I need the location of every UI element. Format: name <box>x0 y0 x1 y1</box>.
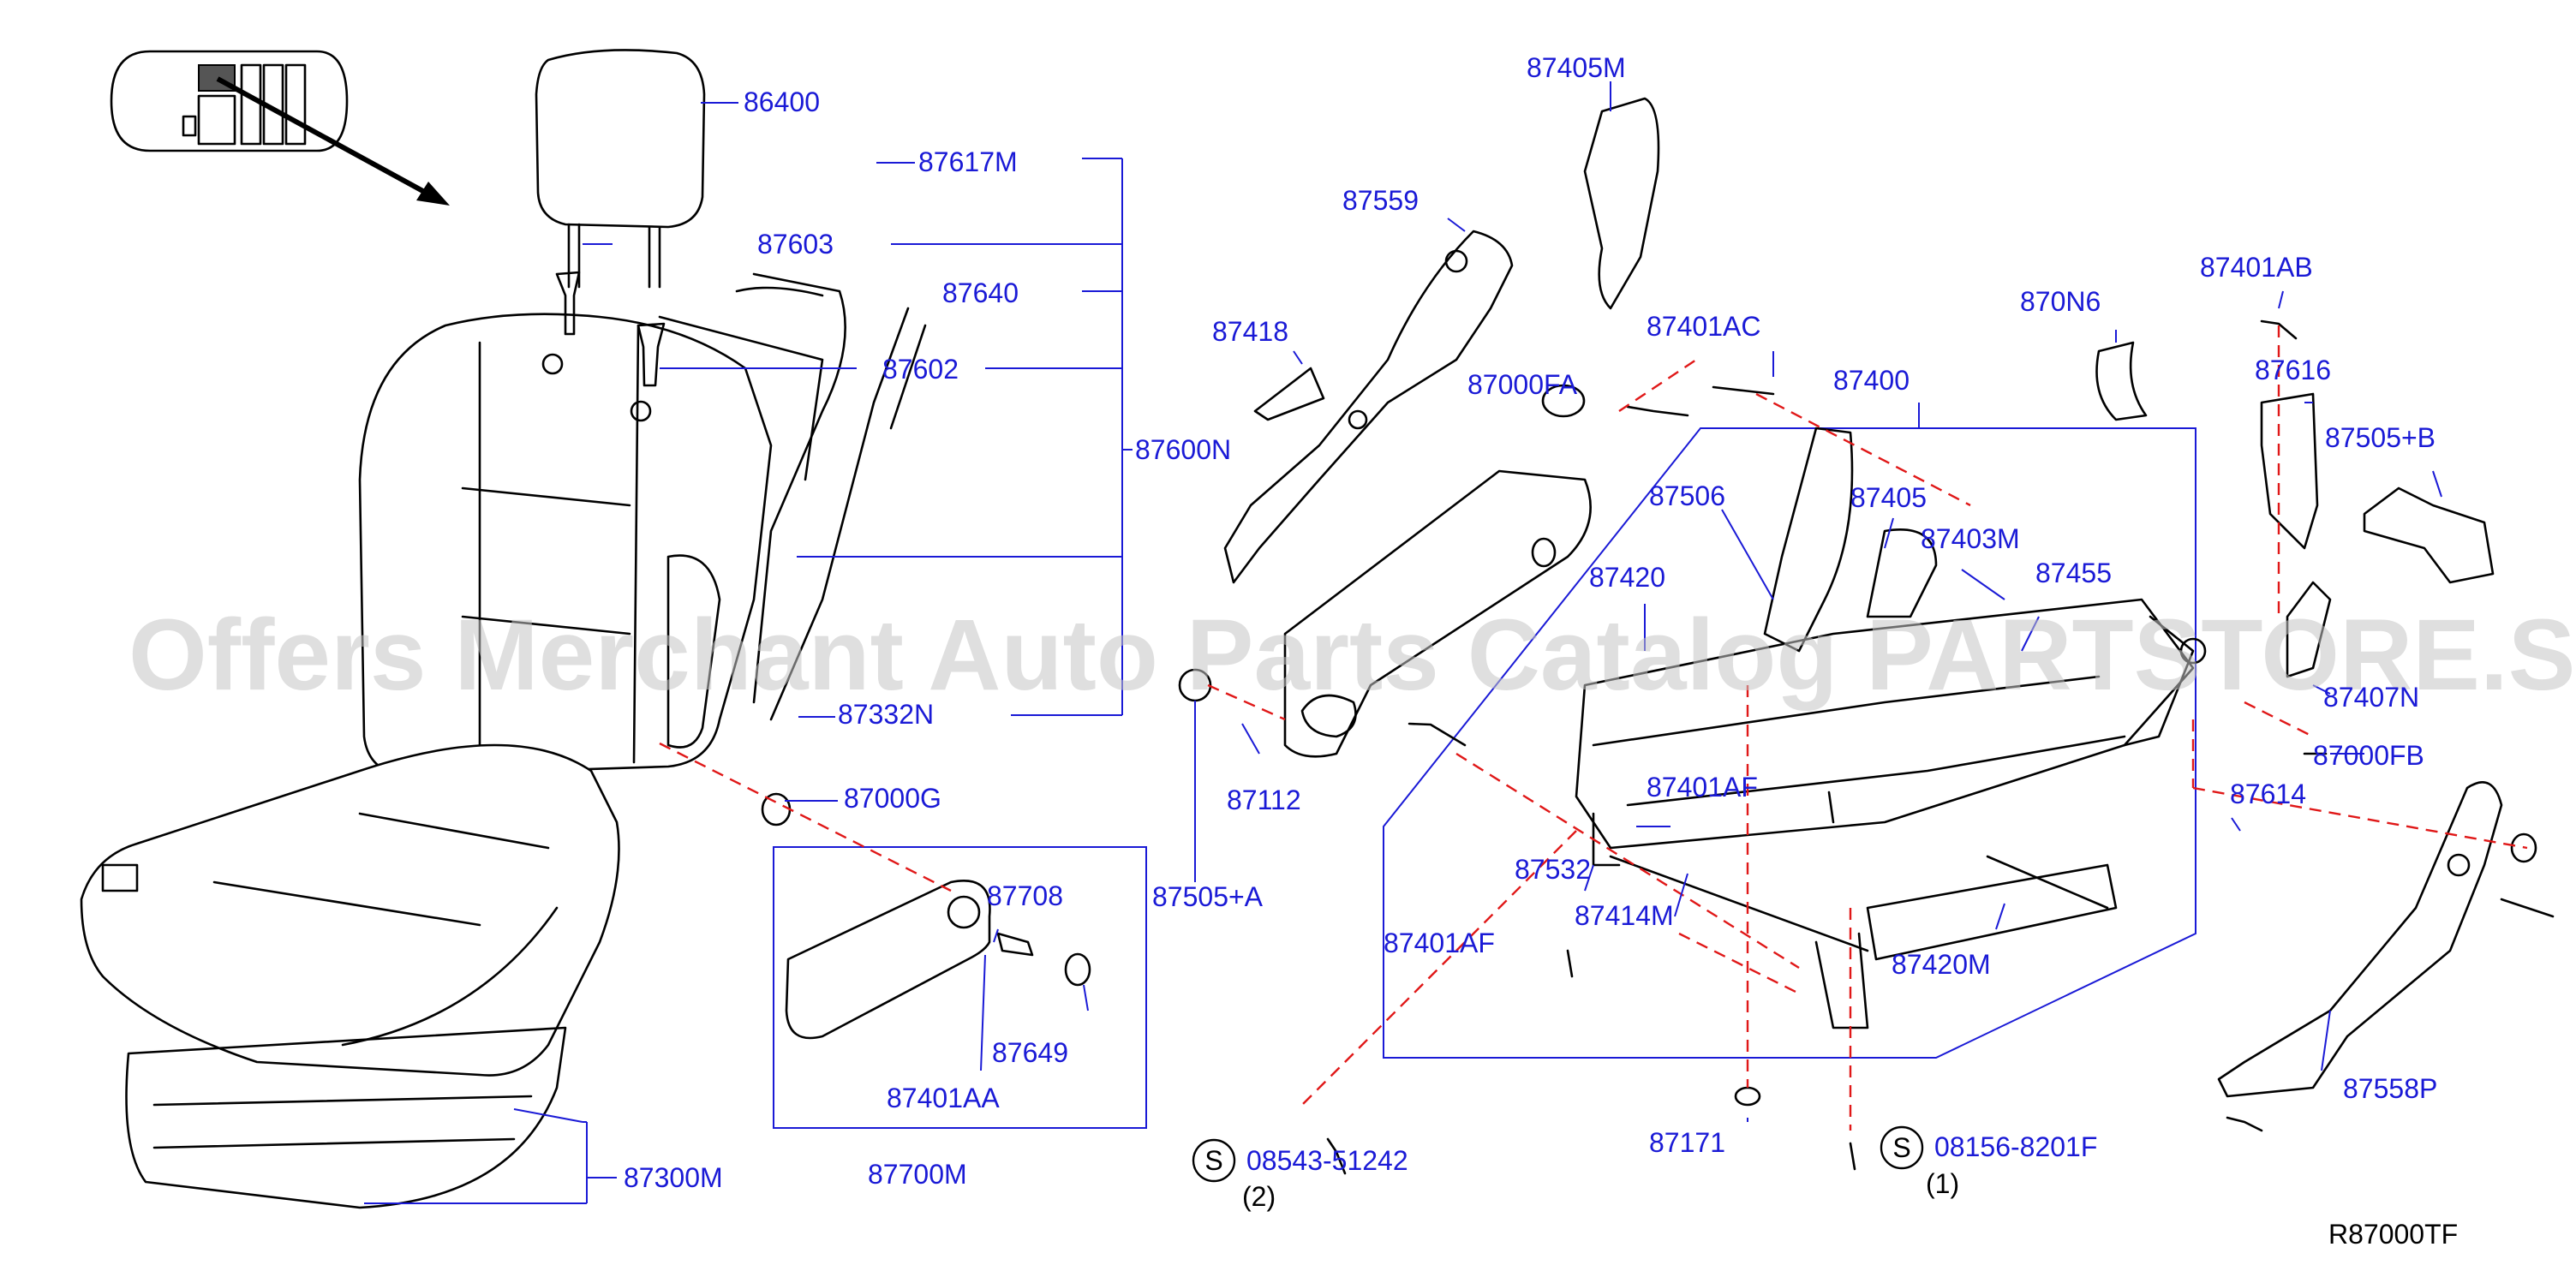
svg-text:S: S <box>1204 1145 1222 1176</box>
headrest <box>535 49 706 289</box>
bracket-87616 <box>2260 392 2319 550</box>
label-08543-51242[interactable]: 08543-51242 <box>1246 1145 1408 1176</box>
label-87420m[interactable]: 87420M <box>1892 949 1991 980</box>
label-87414m[interactable]: 87414M <box>1575 900 1674 931</box>
label-87418[interactable]: 87418 <box>1212 316 1288 347</box>
label-87455[interactable]: 87455 <box>2035 558 2112 588</box>
clip-87418 <box>1253 367 1325 421</box>
label-87640[interactable]: 87640 <box>942 277 1019 308</box>
label-87532[interactable]: 87532 <box>1515 854 1591 885</box>
cover-87558p <box>2217 781 2503 1098</box>
label-87000g[interactable]: 87000G <box>844 783 941 814</box>
frame-group-box <box>1383 427 2196 1059</box>
label-08156-8201f[interactable]: 08156-8201F <box>1934 1131 2097 1162</box>
label-87505a[interactable]: 87505+A <box>1152 881 1264 912</box>
qty-08156: (1) <box>1926 1168 1959 1199</box>
label-87403m[interactable]: 87403M <box>1921 523 2020 554</box>
label-87401af-upper[interactable]: 87401AF <box>1647 772 1758 803</box>
side-cover-87559 <box>1223 230 1514 584</box>
label-87614[interactable]: 87614 <box>2230 779 2306 809</box>
armrest-group-box <box>773 846 1147 1129</box>
svg-text:S: S <box>1892 1132 1910 1163</box>
qty-08543: (2) <box>1242 1181 1276 1212</box>
leader-lines <box>364 81 2442 1204</box>
label-87708[interactable]: 87708 <box>987 880 1063 911</box>
label-87171[interactable]: 87171 <box>1649 1127 1725 1158</box>
seat-back-frame <box>658 272 927 721</box>
label-87506[interactable]: 87506 <box>1649 480 1725 511</box>
label-87401ac[interactable]: 87401AC <box>1647 311 1760 342</box>
washer-87171 <box>1734 1086 1761 1107</box>
label-87401af-lower[interactable]: 87401AF <box>1384 928 1495 958</box>
watermark-text: Offers Merchant Auto Parts Catalog PARTS… <box>129 599 2576 712</box>
label-87602[interactable]: 87602 <box>882 354 959 385</box>
label-87603[interactable]: 87603 <box>757 229 834 260</box>
label-87617m[interactable]: 87617M <box>918 146 1018 177</box>
label-87112[interactable]: 87112 <box>1227 785 1301 815</box>
seat-frame-87400 <box>1575 427 2207 1029</box>
label-87000fa[interactable]: 87000FA <box>1467 369 1578 400</box>
label-870n6[interactable]: 870N6 <box>2020 286 2101 317</box>
label-87700m[interactable]: 87700M <box>868 1159 967 1190</box>
label-87300m[interactable]: 87300M <box>624 1162 723 1193</box>
label-87401ab[interactable]: 87401AB <box>2200 252 2313 283</box>
cap-87614 <box>2510 832 2537 863</box>
seat-back <box>358 313 773 777</box>
bracket-87112 <box>1283 384 1592 758</box>
label-87559[interactable]: 87559 <box>1342 185 1419 216</box>
bracket-87407n <box>2286 581 2332 678</box>
label-87558p[interactable]: 87558P <box>2343 1073 2437 1104</box>
label-86400[interactable]: 86400 <box>744 87 820 117</box>
label-87405m[interactable]: 87405M <box>1527 52 1626 83</box>
s-symbol-08156: S <box>1880 1125 1924 1170</box>
s-symbol-08543: S <box>1192 1138 1236 1183</box>
label-87505b[interactable]: 87505+B <box>2325 422 2436 453</box>
seat-cushion <box>80 743 620 1209</box>
seat-locator-icon <box>110 50 450 206</box>
label-87401aa[interactable]: 87401AA <box>887 1083 1000 1113</box>
bolt-icons <box>555 271 2555 1175</box>
label-87000fb[interactable]: 87000FB <box>2313 740 2424 771</box>
assembly-dashed-lines <box>659 325 2528 1131</box>
cover-870n6 <box>2095 341 2148 421</box>
side-cover-87405m <box>1583 97 1660 310</box>
bracket-87505b <box>2363 486 2495 584</box>
diagram-code: R87000TF <box>2328 1219 2458 1250</box>
label-87400[interactable]: 87400 <box>1833 365 1910 396</box>
label-87616[interactable]: 87616 <box>2255 355 2331 385</box>
label-87600n[interactable]: 87600N <box>1135 434 1231 465</box>
label-87405[interactable]: 87405 <box>1850 482 1927 513</box>
part-labels[interactable]: 86400 87617M 87603 87640 87602 87600N 87… <box>624 52 2437 1212</box>
label-87420[interactable]: 87420 <box>1589 562 1665 593</box>
label-87407n[interactable]: 87407N <box>2323 682 2419 713</box>
label-87649[interactable]: 87649 <box>992 1037 1068 1068</box>
label-87332n[interactable]: 87332N <box>838 699 934 730</box>
armrest <box>785 880 1091 1040</box>
